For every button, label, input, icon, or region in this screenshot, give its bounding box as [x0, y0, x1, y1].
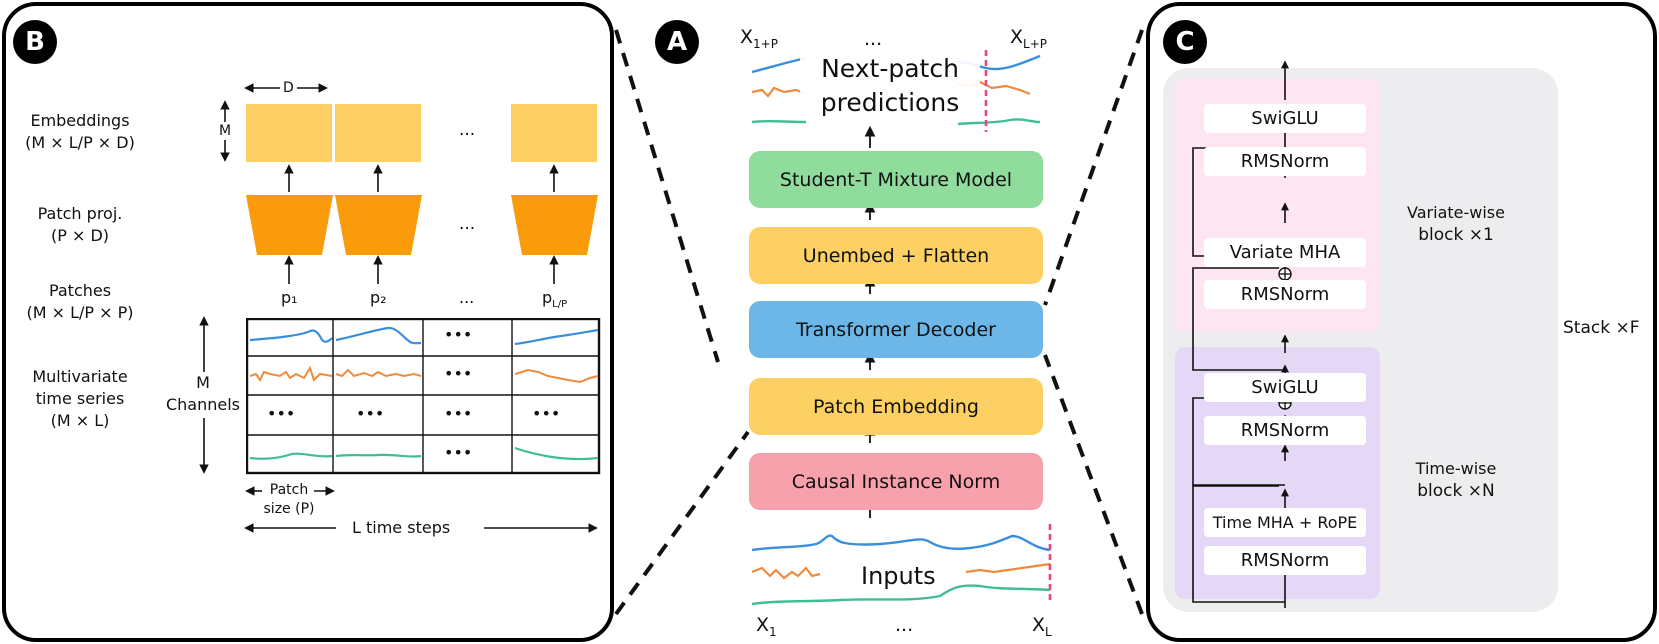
- bottom-left-label: X1: [756, 614, 777, 639]
- block-causal-norm: Causal Instance Norm: [749, 453, 1043, 510]
- variate-wise-count: block ×1: [1418, 225, 1494, 245]
- predictions-label: Next-patch predictions: [800, 52, 980, 120]
- label-mts-title: Multivariate: [32, 367, 128, 386]
- patch-proj-last: [511, 195, 598, 255]
- variate-swiglu: SwiGLU: [1204, 104, 1366, 133]
- grid-dots-r3c4: •••: [532, 404, 561, 423]
- bottom-right-label: XL: [1032, 614, 1052, 639]
- channels-label-text: Channels: [165, 395, 241, 414]
- badge-a: A: [655, 20, 699, 64]
- time-steps-label: L time steps: [352, 518, 451, 537]
- label-embeddings: Embeddings (M × L/P × D): [10, 110, 150, 154]
- patch-label-last: pL/P: [542, 288, 567, 310]
- variate-rmsnorm-2: RMSNorm: [1204, 280, 1366, 309]
- dim-d-label: D: [280, 80, 297, 96]
- label-embeddings-dims: (M × L/P × D): [25, 133, 135, 152]
- top-dots: ...: [864, 28, 883, 50]
- inputs-label: Inputs: [857, 562, 940, 590]
- patch-label-1: p₁: [281, 288, 298, 307]
- embedding-box-1: [246, 104, 332, 162]
- patch-label-2: p₂: [370, 288, 387, 307]
- time-rmsnorm-2: RMSNorm: [1204, 546, 1366, 575]
- time-wise-count: block ×N: [1417, 481, 1495, 501]
- embedding-ellipsis: ...: [459, 120, 476, 140]
- predictions-label-1: Next-patch: [821, 54, 959, 83]
- bottom-left-sub: 1: [769, 624, 777, 639]
- patch-grid: [246, 318, 601, 475]
- top-left-sub: 1+P: [753, 36, 778, 51]
- channels-label-m: M: [196, 373, 210, 392]
- grid-dots-r4c3: •••: [444, 443, 473, 462]
- dim-m-label: M: [219, 122, 232, 140]
- embedding-box-2: [335, 104, 421, 162]
- label-mts-sub: time series: [35, 389, 125, 408]
- label-patches: Patches (M × L/P × P): [10, 280, 150, 324]
- connector-c-top: [1043, 29, 1144, 306]
- time-mha-rope: Time MHA + RoPE: [1204, 508, 1366, 537]
- connector-b-bottom: [614, 430, 750, 616]
- variate-wise-label: Variate-wise block ×1: [1396, 202, 1516, 246]
- variate-mha: Variate MHA: [1204, 238, 1366, 267]
- time-wise-title: Time-wise: [1415, 459, 1497, 478]
- connector-b-top: [614, 29, 720, 363]
- top-right-sub: L+P: [1023, 36, 1048, 51]
- badge-b: B: [13, 20, 57, 64]
- block-unembed: Unembed + Flatten: [749, 227, 1043, 284]
- badge-c: C: [1163, 20, 1207, 64]
- time-wise-label: Time-wise block ×N: [1396, 458, 1516, 502]
- grid-dots-r3c2: •••: [356, 404, 385, 423]
- label-patches-title: Patches: [48, 281, 112, 300]
- dim-arrows: [199, 83, 598, 533]
- grid-dots-r2c3: •••: [444, 364, 473, 383]
- bottom-left-x: X: [756, 614, 770, 636]
- patch-proj-1: [246, 195, 333, 255]
- predictions-label-2: predictions: [820, 88, 960, 117]
- label-patches-dims: (M × L/P × P): [26, 303, 134, 322]
- time-swiglu: SwiGLU: [1204, 373, 1366, 402]
- block-transformer: Transformer Decoder: [749, 301, 1043, 358]
- bottom-right-sub: L: [1045, 624, 1052, 639]
- patch-label-ellipsis: ...: [459, 288, 475, 307]
- variate-wise-title: Variate-wise: [1407, 203, 1505, 222]
- patch-size-label-1: Patch: [269, 482, 309, 498]
- patch-label-last-main: p: [542, 288, 553, 307]
- top-right-label: XL+P: [1010, 26, 1047, 51]
- top-left-label: X1+P: [740, 26, 778, 51]
- bottom-dots: ...: [895, 614, 914, 636]
- label-mts-dims: (M × L): [50, 411, 110, 430]
- proj-ellipsis: ...: [459, 214, 476, 234]
- grid-dots-r1c3: •••: [444, 325, 473, 344]
- patch-label-last-sub: L/P: [552, 299, 568, 311]
- patch-size-label-2: size (P): [263, 501, 315, 517]
- bottom-right-x: X: [1032, 614, 1046, 636]
- time-rmsnorm-1: RMSNorm: [1204, 416, 1366, 445]
- label-patch-proj: Patch proj. (P × D): [10, 203, 150, 247]
- top-left-x: X: [740, 26, 754, 48]
- patch-size-label: Patch size (P): [252, 481, 326, 519]
- input-series: [751, 524, 1052, 606]
- grid-dots-r3c1: •••: [267, 404, 296, 423]
- label-patch-proj-dims: (P × D): [50, 226, 110, 245]
- block-patch-embedding: Patch Embedding: [749, 378, 1043, 435]
- label-patch-proj-title: Patch proj.: [37, 204, 123, 223]
- patch-proj-2: [335, 195, 422, 255]
- grid-dots-r3c3: •••: [444, 404, 473, 423]
- label-mts: Multivariate time series (M × L): [10, 366, 150, 432]
- block-student-t: Student-T Mixture Model: [749, 151, 1043, 208]
- channels-label: M Channels: [158, 372, 248, 416]
- stack-label: Stack ×F: [1563, 318, 1640, 338]
- embedding-box-last: [511, 104, 597, 162]
- variate-rmsnorm-1: RMSNorm: [1204, 147, 1366, 176]
- top-right-x: X: [1010, 26, 1024, 48]
- label-embeddings-title: Embeddings: [30, 111, 130, 130]
